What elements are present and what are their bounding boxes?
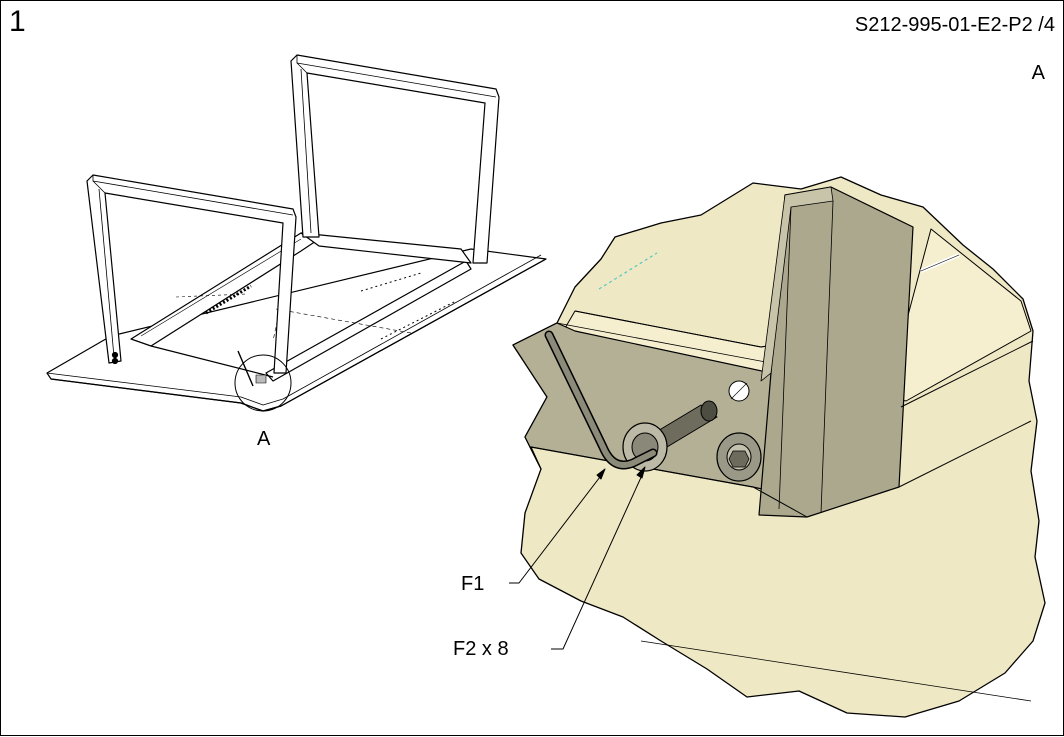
leader-f2 <box>551 472 644 650</box>
end-rail <box>300 232 472 264</box>
table-top-slab <box>46 248 547 412</box>
detail-circle <box>234 354 292 412</box>
callout-f2-label: F2 x 8 <box>453 638 509 660</box>
detail-label-overview: A <box>257 428 271 450</box>
step-number: 1 <box>9 5 26 38</box>
table-overview <box>46 54 547 412</box>
frame-leg <box>758 186 914 518</box>
detail-label-enlarged: A <box>1031 62 1045 84</box>
document-code: S212-995-01-E2-P2 /4 <box>854 14 1055 36</box>
side-rail-front <box>130 232 320 347</box>
side-rail-back <box>265 260 472 382</box>
back-frame <box>290 54 500 264</box>
guide-dashed-line <box>598 252 658 290</box>
detail-enlarged <box>509 176 1046 718</box>
callout-f1-label: F1 <box>461 573 485 595</box>
leader-f1 <box>509 472 604 584</box>
